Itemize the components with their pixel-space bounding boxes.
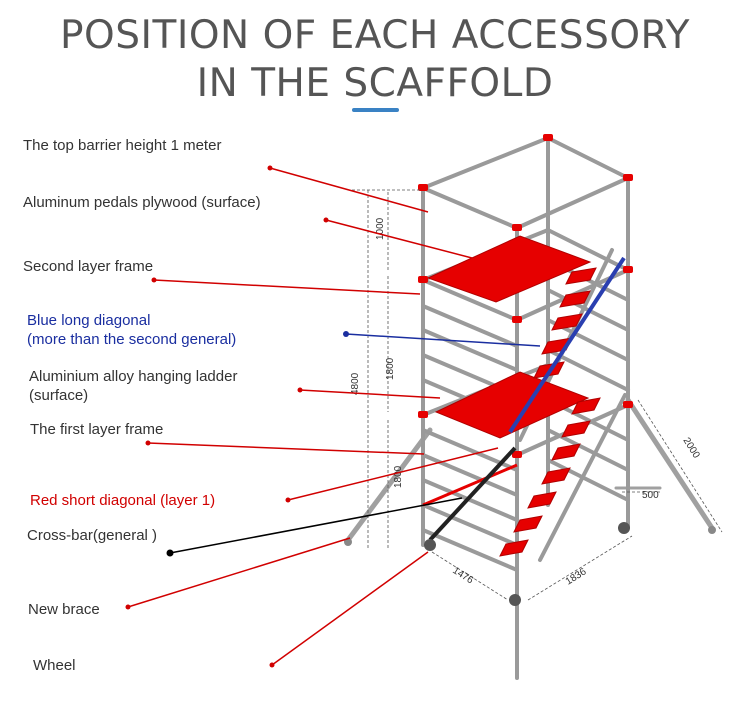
dim-middle: 1800: [385, 357, 396, 380]
blue-long-diagonal: [508, 256, 626, 434]
dim-outrigger-offset: 500: [642, 490, 659, 501]
leader-cross-bar: [169, 497, 463, 554]
left-outrigger: [345, 427, 433, 543]
red-short-diagonal: [422, 463, 518, 507]
dim-outrigger-length: 2000: [680, 436, 701, 461]
wheel-icon: [424, 539, 436, 551]
leader-second-frame: [153, 279, 421, 295]
label-wheel: Wheel: [33, 657, 76, 674]
dim-top: 1000: [375, 217, 386, 240]
first-platform: [434, 371, 590, 439]
label-second-layer-frame: Second layer frame: [23, 258, 154, 275]
dimension-lines: [352, 189, 723, 601]
leader-wheel: [271, 551, 429, 666]
wheel-icon: [509, 594, 521, 606]
label-hanging-ladder-note: (surface): [29, 387, 89, 404]
outriggers: [345, 397, 715, 543]
diagonals: [422, 256, 626, 542]
label-blue-long-diagonal: Blue long diagonal: [27, 312, 151, 329]
leader-first-frame: [147, 442, 425, 455]
leader-red-diagonal: [287, 447, 499, 501]
label-red-short-diagonal: Red short diagonal (layer 1): [30, 492, 216, 509]
title-underline: [352, 108, 399, 112]
label-cross-bar: Cross-bar(general ): [27, 527, 158, 544]
right-outrigger: [625, 397, 715, 531]
leader-lines: [125, 165, 541, 668]
platforms: [426, 235, 601, 557]
cross-bar: [428, 446, 517, 542]
wheel-icon: [618, 522, 630, 534]
leader-pedals: [325, 219, 473, 259]
dim-bottom: 1800: [393, 465, 404, 488]
dim-total: 4800: [350, 372, 361, 395]
page-title-line-1: POSITION OF EACH ACCESSORY: [60, 13, 690, 58]
leader-hanging-ladder: [299, 389, 441, 399]
label-hanging-ladder: Aluminium alloy hanging ladder: [29, 368, 238, 385]
label-top-barrier: The top barrier height 1 meter: [23, 137, 222, 154]
wheels: [344, 522, 716, 606]
leader-blue-diagonal: [345, 333, 541, 347]
dim-depth: 1476: [450, 565, 475, 586]
label-aluminum-pedals: Aluminum pedals plywood (surface): [23, 194, 261, 211]
leader-top-barrier: [269, 167, 429, 213]
label-blue-long-diagonal-note: (more than the second general): [27, 331, 237, 348]
joint-clamps: [418, 134, 633, 458]
dim-length: 1836: [564, 566, 589, 587]
page-title-line-2: IN THE SCAFFOLD: [196, 61, 554, 106]
label-first-layer-frame: The first layer frame: [30, 421, 164, 438]
brace-foot-icon: [708, 526, 716, 534]
top-platform: [426, 235, 592, 303]
label-new-brace: New brace: [28, 601, 100, 618]
leader-new-brace: [127, 537, 351, 608]
